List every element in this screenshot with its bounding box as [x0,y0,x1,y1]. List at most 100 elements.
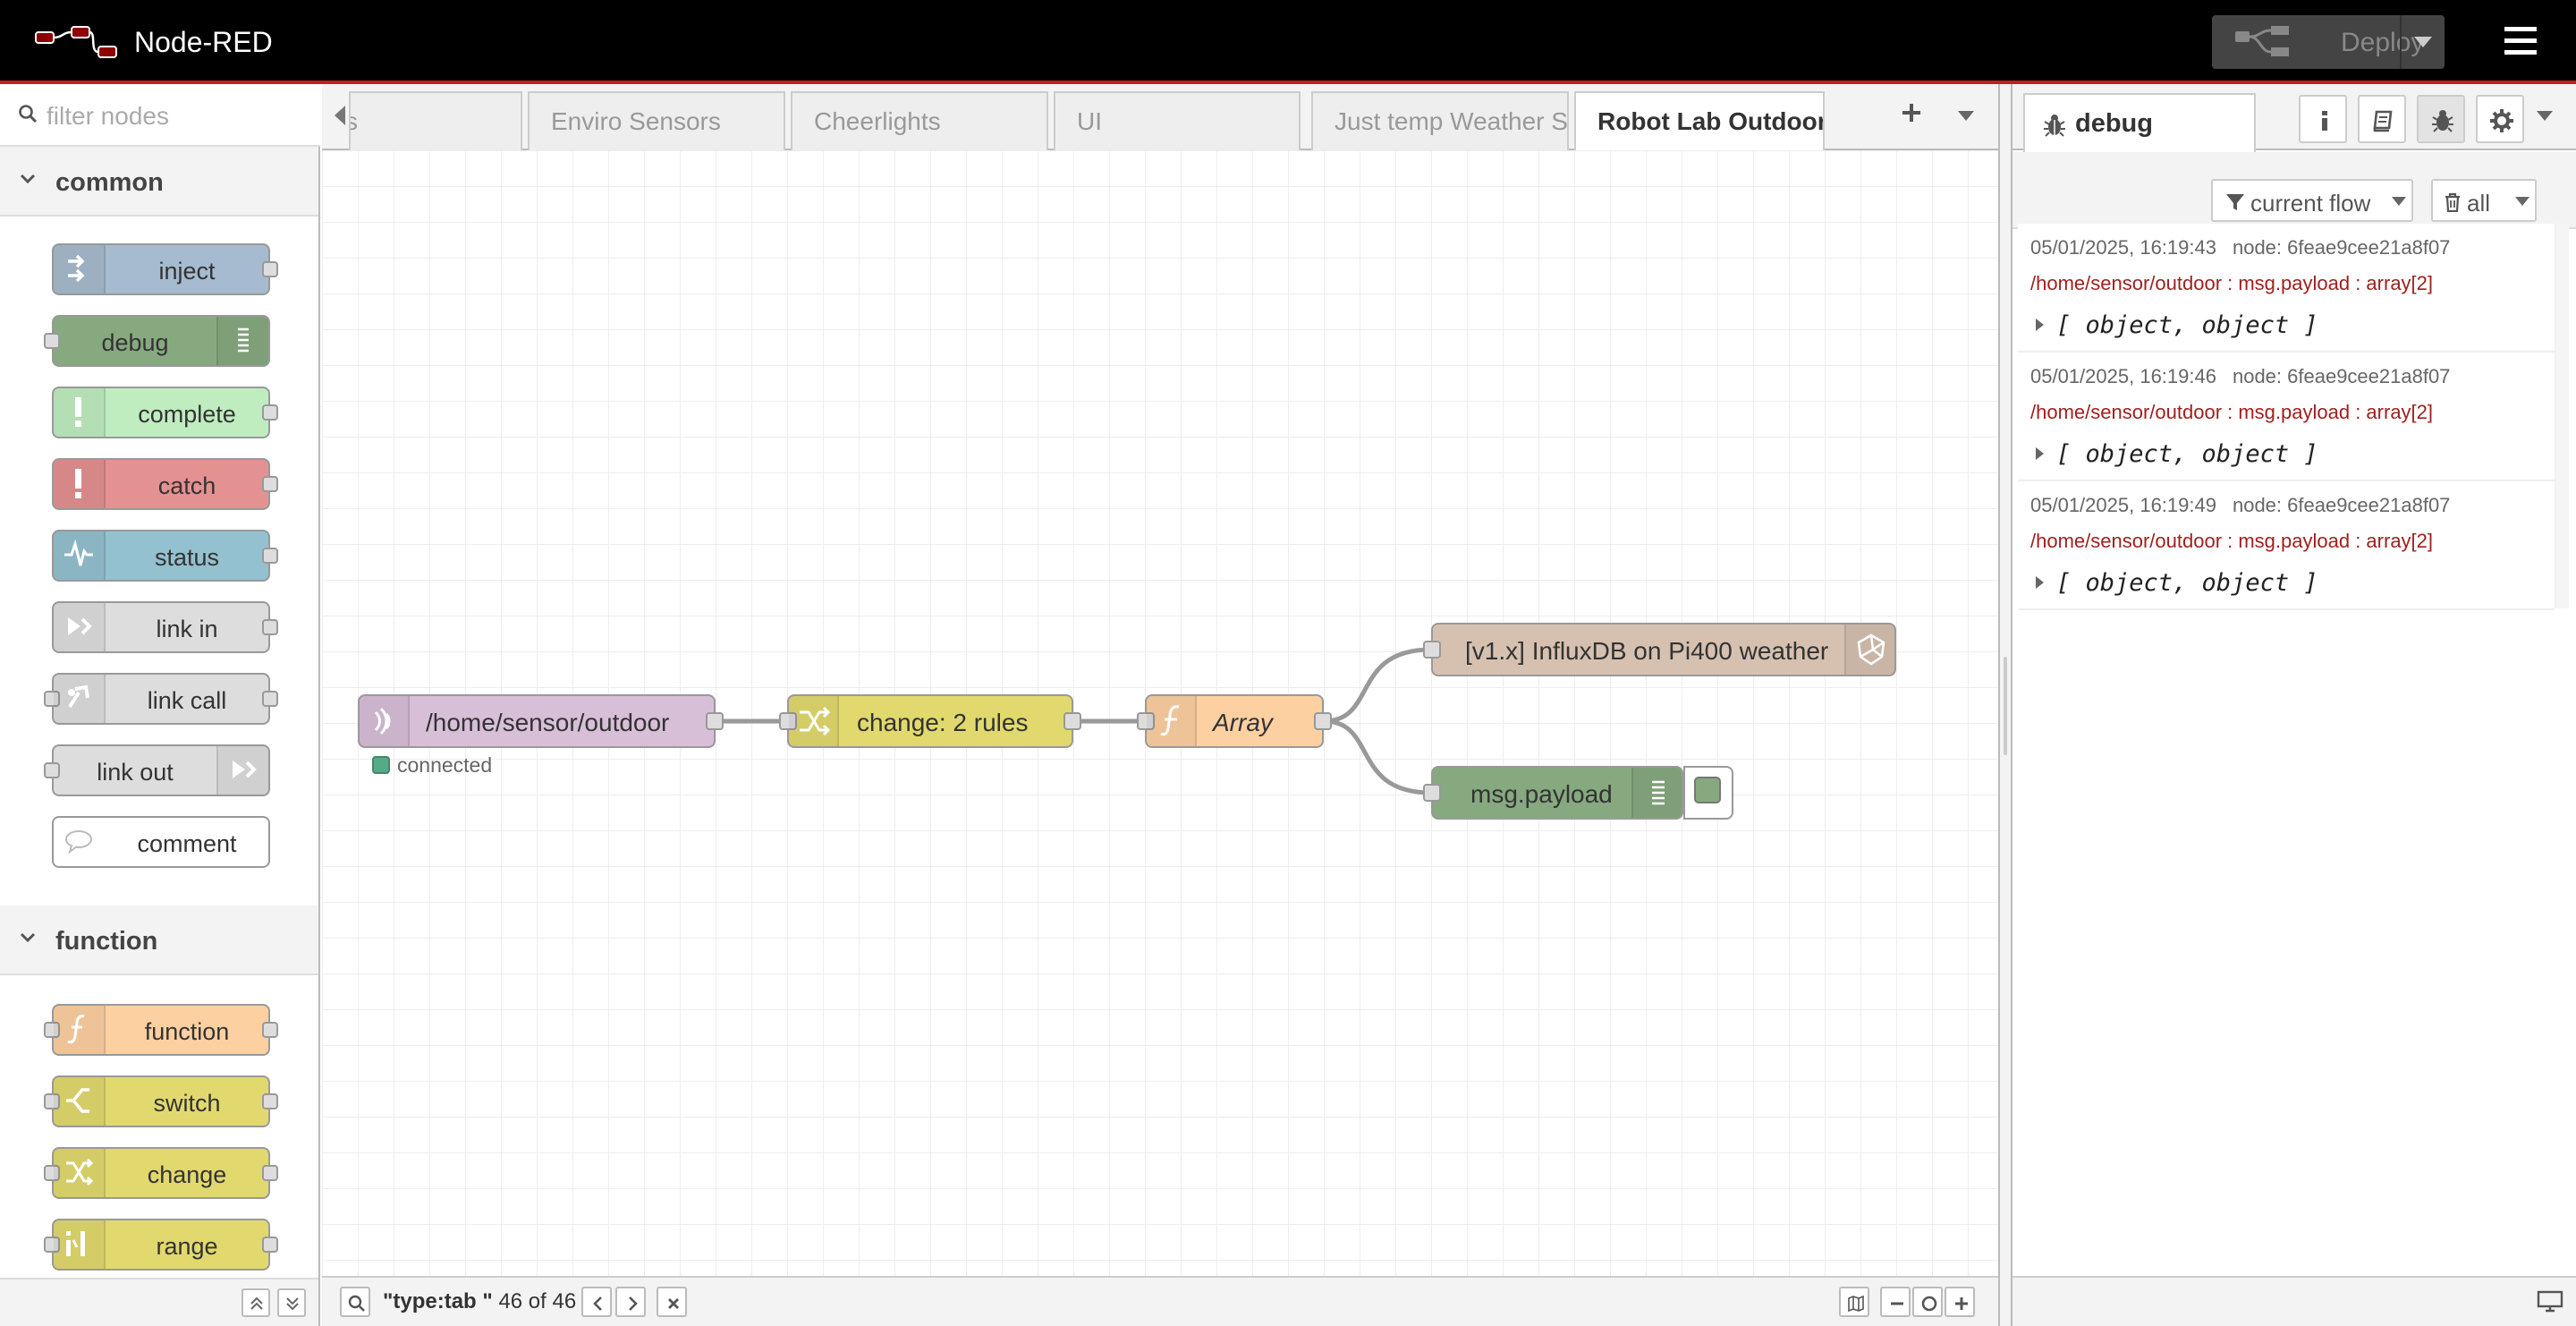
chevron-down-icon [2392,197,2406,206]
output-port[interactable] [706,712,724,730]
input-port[interactable] [1137,712,1155,730]
palette-node-status[interactable]: status [52,530,278,582]
book-icon[interactable] [2358,95,2406,143]
sidebar-splitter[interactable] [1998,84,2012,1326]
range-icon [54,1220,106,1269]
input-port[interactable] [779,712,797,730]
debug-message-payload[interactable]: [ object, object ] [2030,569,2318,597]
debug-message-payload[interactable]: [ object, object ] [2030,311,2318,339]
palette-node-comment[interactable]: comment [52,816,270,868]
deploy-button[interactable]: Deploy [2212,15,2445,69]
debug-message-payload[interactable]: [ object, object ] [2030,440,2318,468]
flow-tab[interactable]: s [349,91,522,150]
debug-toggle-button[interactable] [1683,766,1733,820]
debug-message-topic[interactable]: /home/sensor/outdoor : msg.payload : arr… [2030,272,2434,294]
sidebar-tab-debug[interactable]: debug [2023,93,2256,152]
zoom-reset-icon[interactable] [1912,1287,1943,1317]
search-previous-button[interactable] [581,1287,612,1317]
debug-filter-button[interactable]: current flow [2211,179,2413,222]
influxdb-out-node[interactable]: [v1.x] InfluxDB on Pi400 weather [1423,623,1896,676]
node-label: [v1.x] InfluxDB on Pi400 weather [1465,637,1829,665]
debug-list-icon [216,317,268,365]
output-port[interactable] [262,1237,278,1253]
debug-message-topic[interactable]: /home/sensor/outdoor : msg.payload : arr… [2030,401,2434,423]
palette-filter-input[interactable]: filter nodes [0,84,320,147]
palette-node-link-call[interactable]: link call [44,673,278,725]
debug-clear-button[interactable]: all [2431,179,2537,222]
debug-message-topic[interactable]: /home/sensor/outdoor : msg.payload : arr… [2030,530,2434,552]
palette-node-function[interactable]: function [44,1004,278,1056]
palette-node-link-in[interactable]: link in [52,601,278,653]
search-flows-button[interactable] [340,1287,370,1317]
palette-node-complete[interactable]: complete [52,387,278,438]
palette-node-link-out[interactable]: link out [44,744,270,796]
flow-tab[interactable]: Enviro Sensors [528,91,785,150]
scroll-left-icon[interactable] [333,104,347,127]
output-port[interactable] [262,476,278,492]
palette-category-common[interactable]: common [0,149,318,217]
palette-node-range[interactable]: range [44,1219,278,1271]
output-port[interactable] [1063,712,1081,730]
input-port[interactable] [44,1022,60,1038]
zoom-in-icon[interactable] [1945,1287,1975,1317]
function-node[interactable]: Array [1137,694,1332,748]
flow-workspace[interactable]: /home/sensor/outdoor connected change: 2… [322,150,1998,1276]
output-port[interactable] [262,1165,278,1181]
debug-scrollbar[interactable] [2555,224,2569,608]
input-port[interactable] [44,333,60,349]
input-port[interactable] [44,1093,60,1109]
output-port[interactable] [262,404,278,421]
input-port[interactable] [44,1165,60,1181]
output-port[interactable] [262,548,278,564]
palette-node-inject[interactable]: inject [52,243,278,295]
output-port[interactable] [262,1022,278,1038]
input-port[interactable] [1423,784,1441,802]
zoom-out-icon[interactable] [1880,1287,1911,1317]
output-port[interactable] [262,1093,278,1109]
debug-node[interactable]: msg.payload [1423,766,1683,820]
flow-tab-active[interactable]: Robot Lab Outdoor [1574,91,1825,152]
flow-tab[interactable]: Just temp Weather S [1311,91,1569,150]
palette-node-catch[interactable]: catch [52,458,278,510]
collapse-all-button[interactable] [242,1288,270,1317]
info-icon[interactable] [2299,95,2347,143]
app-title: Node-RED [134,26,273,58]
palette-node-switch[interactable]: switch [44,1075,278,1127]
chevron-down-icon[interactable] [2537,111,2553,122]
monitor-icon[interactable] [2537,1290,2563,1313]
change-node[interactable]: change: 2 rules [779,694,1081,748]
expand-all-button[interactable] [277,1288,306,1317]
palette-node-debug[interactable]: debug [44,315,270,367]
chevron-down-icon[interactable] [1958,111,1974,122]
hamburger-menu-icon[interactable] [2504,27,2537,55]
input-port[interactable] [44,691,60,707]
search-next-button[interactable] [615,1287,646,1317]
flow-tab-bar: s Enviro Sensors Cheerlights UI Just tem… [322,84,1998,152]
input-port[interactable] [1423,641,1441,659]
inject-icon [54,245,106,293]
output-port[interactable] [262,619,278,635]
debug-message-node: node: 6feae9cee21a8f07 [2232,236,2451,259]
search-close-button[interactable] [657,1287,687,1317]
gear-icon[interactable] [2476,95,2524,143]
palette-node-change[interactable]: change [44,1147,278,1199]
shuffle-icon [54,1149,106,1197]
flow-tab[interactable]: Cheerlights [791,91,1048,150]
mqtt-in-node[interactable]: /home/sensor/outdoor [358,694,724,748]
flow-tab[interactable]: UI [1054,91,1301,150]
input-port[interactable] [44,762,60,778]
bug-icon[interactable] [2417,95,2465,143]
switch-icon [54,1077,106,1126]
palette-category-function[interactable]: function [0,907,318,975]
status-text: connected [397,753,493,777]
output-port[interactable] [262,691,278,707]
input-port[interactable] [44,1237,60,1253]
map-icon[interactable] [1839,1287,1869,1317]
chevron-down-icon[interactable] [2414,37,2432,47]
add-flow-icon[interactable] [1901,102,1922,123]
output-port[interactable] [1314,712,1332,730]
output-port[interactable] [262,261,278,277]
